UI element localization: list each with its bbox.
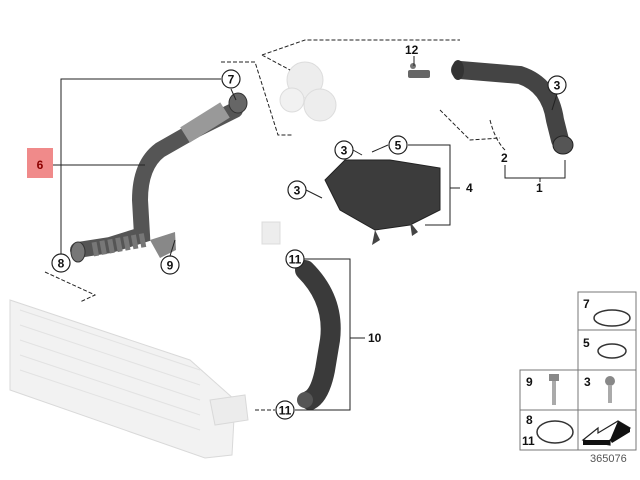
bolt-icon — [549, 374, 559, 405]
o-ring-icon — [597, 343, 627, 359]
callout-7-text: 7 — [228, 73, 235, 87]
callout-5-text: 5 — [395, 139, 402, 153]
callout-2[interactable]: 2 — [501, 151, 508, 165]
o-ring-icon — [593, 309, 631, 327]
diagram-number: 365076 — [590, 453, 627, 465]
inset-label-5: 5 — [583, 336, 590, 350]
callout-3-text: 3 — [554, 79, 561, 93]
inset-label-9: 9 — [526, 375, 533, 389]
callout-3-text: 3 — [294, 184, 301, 198]
callout-9[interactable]: 9 — [160, 255, 180, 275]
charge-air-pipe-1-image — [451, 60, 574, 155]
screw-icon — [605, 376, 615, 403]
charge-air-pipe-6-image — [70, 92, 248, 263]
leader-lines — [44, 39, 566, 411]
o-ring-icon — [536, 420, 574, 444]
callout-11-text: 11 — [279, 404, 292, 418]
intercooler-image — [9, 299, 249, 459]
callout-3[interactable]: 3 — [547, 75, 567, 95]
callout-11-text: 11 — [289, 253, 302, 267]
small-parts-inset: 7 5 9 3 8 11 365076 — [519, 291, 637, 465]
callout-4[interactable]: 4 — [466, 181, 473, 195]
callout-3-text: 3 — [341, 144, 348, 158]
turbocharger-image — [279, 61, 337, 122]
callout-7[interactable]: 7 — [221, 69, 241, 89]
charge-air-hose-10-image — [261, 221, 341, 410]
bracket-4-image — [324, 159, 441, 245]
inset-label-8: 8 — [526, 413, 533, 427]
highlight-box — [27, 148, 53, 178]
callout-10[interactable]: 10 — [368, 331, 382, 345]
callout-11[interactable]: 11 — [275, 400, 295, 420]
callout-3[interactable]: 3 — [287, 180, 307, 200]
inset-label-7: 7 — [583, 297, 590, 311]
callout-9-text: 9 — [167, 259, 174, 273]
inset-label-11: 11 — [522, 434, 535, 448]
callout-5[interactable]: 5 — [388, 135, 408, 155]
arrow-icon — [581, 420, 632, 446]
callout-3[interactable]: 3 — [334, 140, 354, 160]
callout-1[interactable]: 1 — [536, 181, 543, 195]
callout-8-text: 8 — [58, 257, 65, 271]
sensor-12-image — [408, 63, 430, 78]
callout-11[interactable]: 11 — [285, 249, 305, 269]
callout-8[interactable]: 8 — [51, 253, 71, 273]
inset-label-3: 3 — [584, 375, 591, 389]
callout-6[interactable]: 6 — [37, 158, 44, 172]
callout-12[interactable]: 12 — [405, 43, 419, 57]
